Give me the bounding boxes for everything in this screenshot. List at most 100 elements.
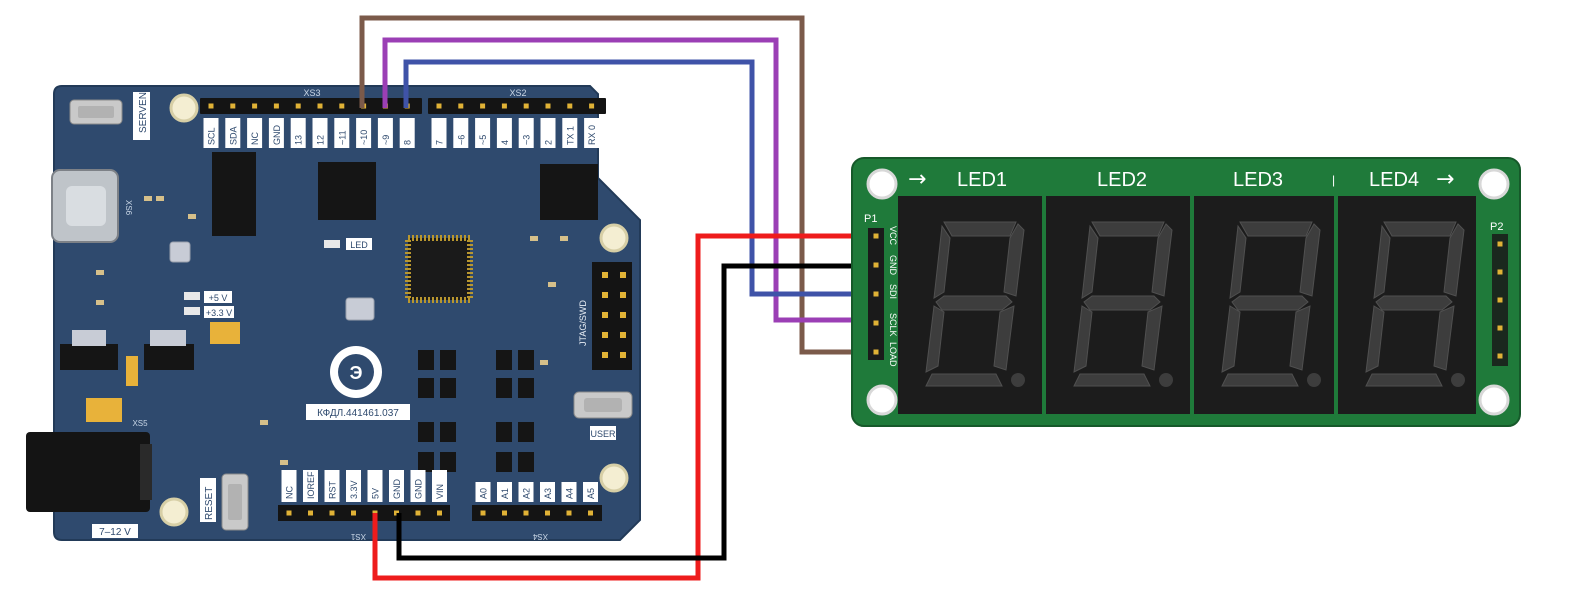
header-pin [339,103,345,109]
smd-transistor [518,422,534,442]
v5-led [184,292,200,300]
smd-resistor [280,460,288,465]
module-pin-label: LOAD [888,342,898,367]
top-pin-label-bg [268,118,284,148]
top-pin-label-bg [496,118,512,148]
board-logo-mark: Э [350,363,363,383]
top-pin-label: ~3 [522,135,532,145]
top-pin-label-bg [431,118,447,148]
top-pin-label-bg [334,118,350,148]
smd-transistor [440,350,456,370]
header-p1-label: P1 [864,213,877,225]
load-wire [359,15,878,355]
top-pin-label-bg [356,118,372,148]
smd-resistor [96,300,104,305]
segment [1299,223,1321,297]
header-pin [1497,353,1503,359]
header-pin [1497,241,1503,247]
p2-pins [1497,241,1503,359]
dc-jack-collar [140,444,152,500]
bottom-pin-label-bg [540,482,555,502]
module-hole [866,168,898,200]
power-range-bg [92,524,138,538]
smd-transistor [418,422,434,442]
bottom-pin-label: GND [392,479,402,500]
decimal-point [1011,373,1025,387]
chip-u3 [540,164,598,220]
v33-label: +3.3 V [206,308,232,318]
module-hole [866,384,898,416]
capacitor-2 [86,398,122,422]
bottom-pin-label-bg [281,470,297,502]
smd-resistor [144,196,152,201]
header-pin [873,320,879,326]
top-pin-label: ~6 [456,135,466,145]
top-pin-label-bg [247,118,263,148]
top-pin-label: 2 [544,140,554,145]
right-arrow: → [1436,167,1454,192]
header-pin [873,349,879,355]
top-pin-label-bg [562,118,578,148]
bottom-pin-label-bg [324,470,340,502]
header-pin [230,103,236,109]
top-pin-label-bg [312,118,328,148]
mounting-hole [599,463,629,493]
header-pin [480,103,486,109]
xs4-header [472,505,602,521]
header-pin [273,103,279,109]
segment [1083,295,1161,311]
jtag-pin [620,312,626,318]
header-pin [252,103,258,109]
xs2-label: XS2 [509,88,526,98]
v33-led [184,307,200,315]
smd-resistor [540,360,548,365]
header-pin [208,103,214,109]
module-hole [1478,384,1510,416]
smd-transistor [418,350,434,370]
mounting-hole [169,93,199,123]
jtag-pin [602,292,608,298]
segment [935,295,1013,311]
smd-resistor [260,420,268,425]
top-pin-label-bg [203,118,219,148]
segment [1073,373,1151,387]
reset-label: RESET [204,487,215,520]
segment [1073,305,1093,373]
segment [1221,305,1241,373]
bottom-pin-label: RST [328,480,338,499]
segment [1373,224,1391,299]
smd-transistor [518,378,534,398]
segment [1365,305,1385,373]
smd-transistor [496,378,512,398]
v5-label: +5 V [209,293,228,303]
header-pin [588,510,593,516]
p1-pins [873,233,879,355]
top-pin-label: ~10 [359,130,369,145]
xs3-header [200,98,422,114]
jtag-pin [602,272,608,278]
segment [925,373,1003,387]
top-pin-label: ~5 [478,135,488,145]
xs2-pins [436,103,595,109]
header-pin [329,510,335,516]
top-pin-label: RX 0 [587,125,597,145]
smd-resistor [560,236,568,241]
xs5-label: XS5 [132,419,148,428]
jtag-pins [602,272,626,358]
digit-label: LED3 [1233,169,1283,191]
segment [1003,223,1025,297]
header-pin [873,262,879,268]
bottom-pin-label: A1 [500,488,510,499]
smd-resistor [188,214,196,219]
header-pin [295,103,301,109]
dc-barrel-jack[interactable] [26,432,150,512]
bottom-pin-label: A5 [586,488,596,499]
crystal [345,297,375,321]
sclk-wire [382,37,878,323]
board-logo-inner [338,354,374,390]
top-pin-label-bg [453,118,469,148]
module-pin-label: SCLK [888,313,898,337]
user-label: USER [590,429,616,439]
